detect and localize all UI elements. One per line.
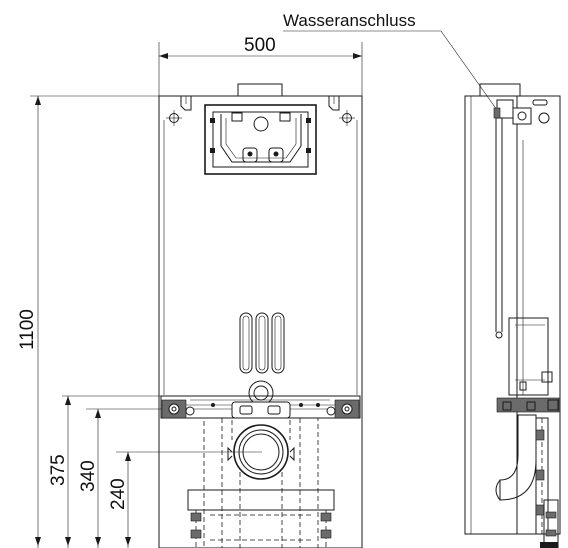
side-cistern — [516, 95, 561, 535]
top-bracket-right — [328, 96, 340, 111]
rail-bolt-left — [161, 399, 187, 419]
side-view: Wasseranschluss — [283, 11, 561, 548]
top-bracket-left — [180, 96, 192, 111]
dimension-240-label: 240 — [108, 478, 129, 510]
water-connection-callout: Wasseranschluss — [283, 11, 498, 111]
side-drain-elbow — [495, 414, 549, 535]
side-bracket — [496, 397, 560, 413]
bottom-foot — [187, 489, 335, 548]
mounting-hole-top-left — [166, 110, 182, 126]
height-dimension-375: 375 — [48, 395, 250, 548]
mounting-rail — [160, 395, 361, 419]
width-dimension-label: 500 — [244, 35, 276, 56]
front-view — [158, 83, 363, 548]
dimension-375-label: 375 — [48, 454, 69, 486]
drain-outlet — [203, 417, 319, 548]
mounting-hole-top-right — [339, 110, 355, 126]
dimension-340-label: 340 — [78, 460, 99, 492]
rail-bolt-right — [334, 399, 360, 419]
width-dimension: 500 — [158, 35, 363, 96]
height-dimension-340: 340 — [78, 408, 330, 548]
supply-pipe — [248, 380, 274, 406]
height-dimension-1100: 1100 — [17, 95, 160, 548]
height-dimension-240: 240 — [108, 451, 262, 548]
height-dimension-label: 1100 — [17, 309, 38, 350]
valve-left — [242, 147, 258, 163]
water-connection-label: Wasseranschluss — [283, 11, 416, 30]
frame-outline — [158, 95, 363, 548]
side-inner-box — [508, 317, 553, 396]
side-profile — [464, 95, 518, 535]
cistern-window — [204, 104, 317, 175]
top-cap — [237, 83, 283, 97]
ventilation-slots — [239, 312, 285, 374]
valve-right — [268, 147, 284, 163]
side-foot — [540, 499, 559, 548]
side-top-fittings — [493, 99, 550, 125]
side-supply-tube — [495, 118, 503, 339]
